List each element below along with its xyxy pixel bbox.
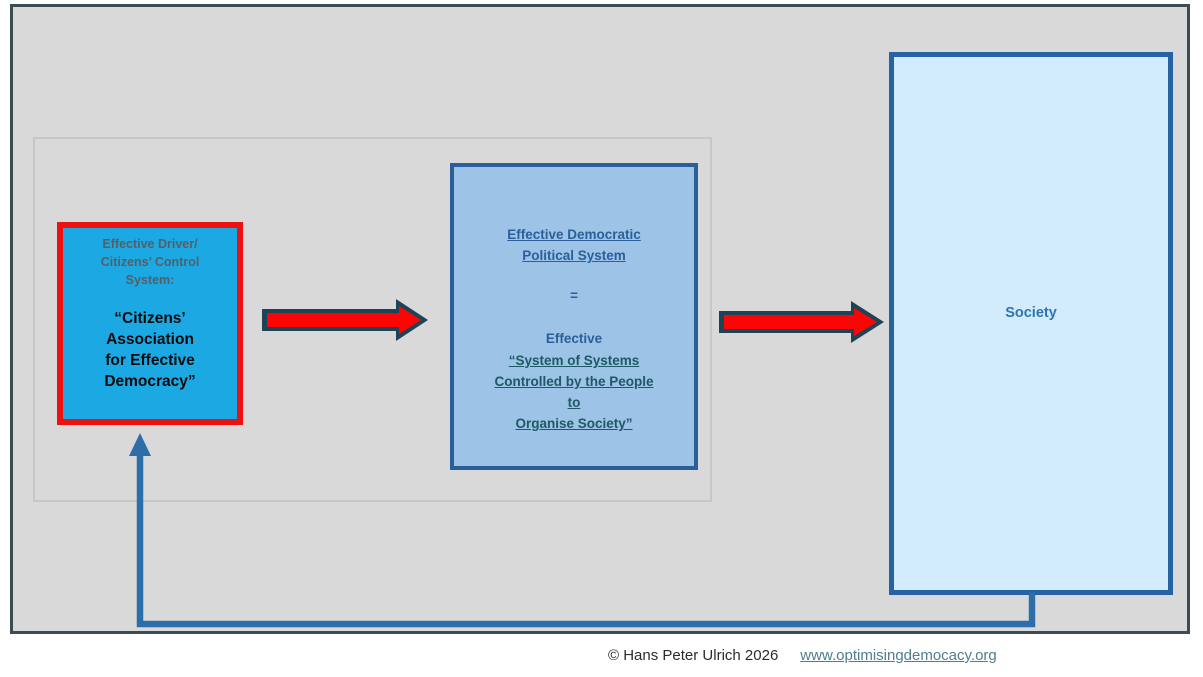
heading-line: Effective Democratic (507, 227, 641, 242)
society-box: Society (889, 52, 1173, 595)
driver-name-line: Democracy” (104, 373, 196, 390)
driver-title-line: System: (125, 273, 175, 287)
footer: © Hans Peter Ulrich 2026 www.optimisingd… (608, 646, 997, 666)
quote-line: Organise Society” (515, 416, 633, 431)
driver-name-line: “Citizens’ (114, 310, 186, 327)
heading-line: Political System (522, 248, 626, 263)
driver-title-line: Effective Driver/ (102, 237, 198, 251)
quote-line: Controlled by the People (494, 374, 654, 389)
qualifier-text: Effective (545, 331, 603, 346)
political-system-box: Effective Democratic Political System = … (450, 163, 698, 470)
driver-box: Effective Driver/ Citizens’ Control Syst… (57, 222, 243, 425)
driver-box-title: Effective Driver/ Citizens’ Control Syst… (63, 235, 237, 289)
system-of-systems-quote: “System of Systems Controlled by the Peo… (454, 350, 694, 434)
driver-name-line: Association (106, 331, 194, 348)
website-link[interactable]: www.optimisingdemocacy.org (800, 647, 997, 664)
driver-box-name: “Citizens’ Association for Effective Dem… (63, 308, 237, 392)
driver-title-line: Citizens’ Control (100, 255, 200, 269)
society-label: Society (1005, 305, 1057, 321)
quote-line: “System of Systems (508, 353, 640, 368)
equals-sign: = (570, 288, 578, 303)
political-system-heading: Effective Democratic Political System (454, 224, 694, 266)
driver-name-line: for Effective (105, 352, 195, 369)
quote-line: to (567, 395, 581, 410)
copyright-text: © Hans Peter Ulrich 2026 (608, 647, 779, 664)
